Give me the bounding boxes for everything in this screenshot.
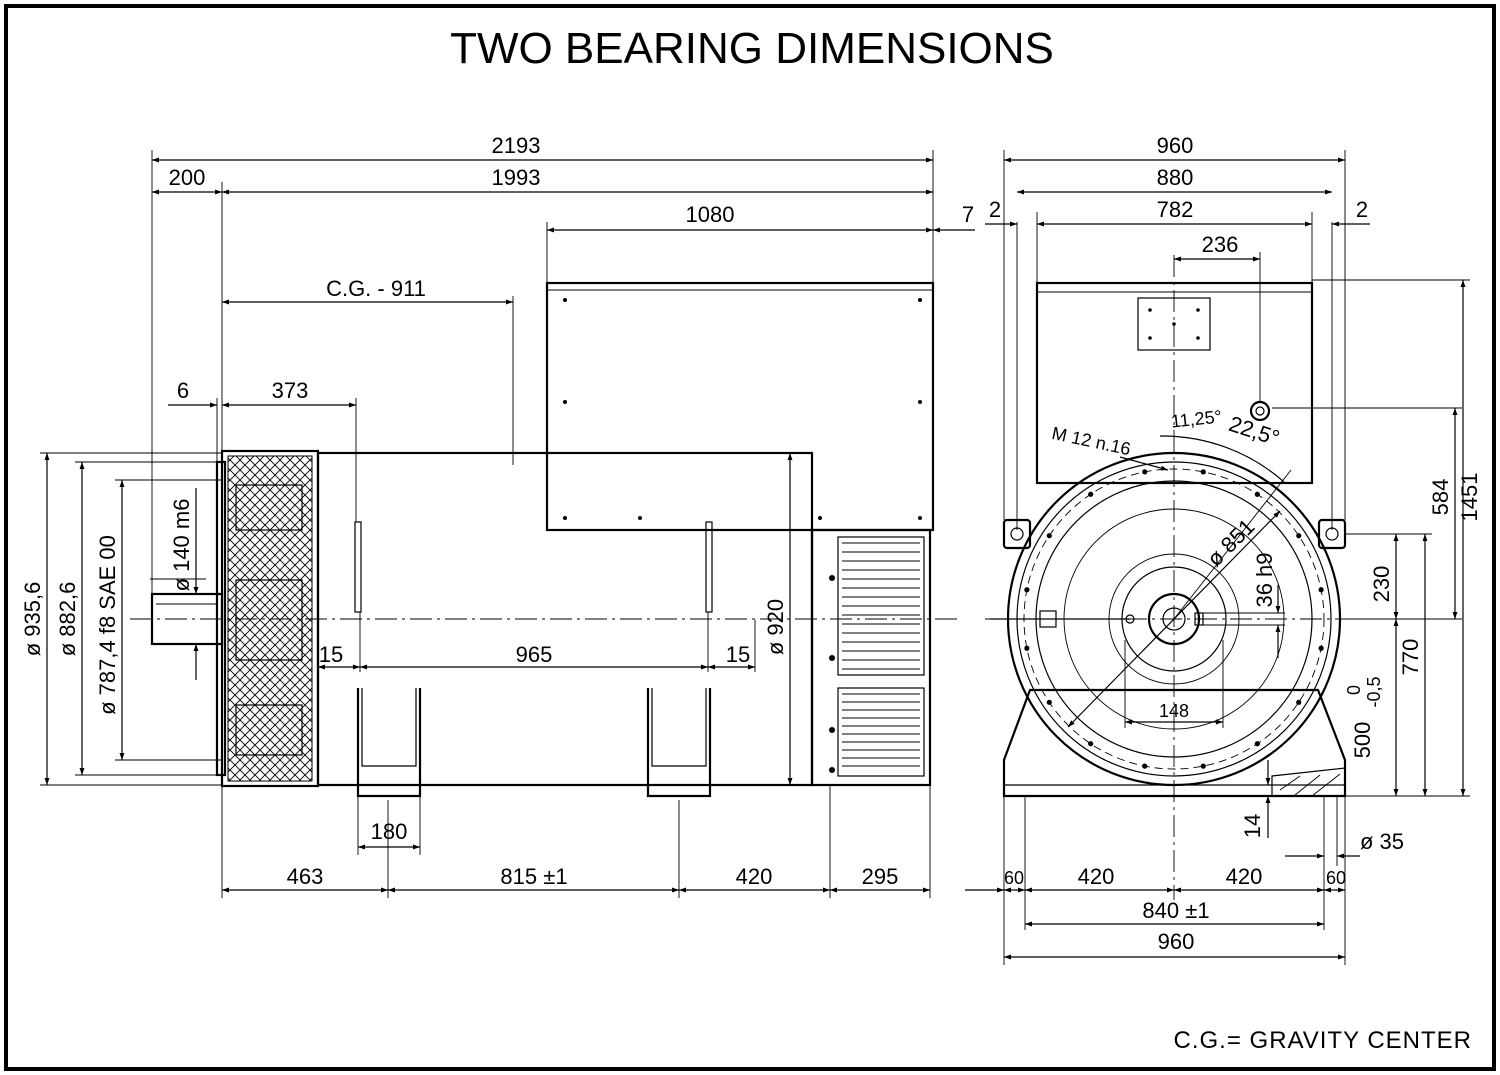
fan-window-bot [235, 704, 303, 756]
drawing-title: TWO BEARING DIMENSIONS [450, 24, 1054, 73]
dim-gap-left: 2 [989, 197, 1001, 222]
dim-foot-holes: 840 ±1 [1142, 898, 1209, 923]
dim-terminal-box-length: 1080 [686, 202, 735, 227]
dim-diam-787: ø 787,4 f8 SAE 00 [95, 535, 120, 715]
dim-overall-length: 2193 [492, 133, 541, 158]
dim-500-tol-upper: 0 [1344, 685, 1364, 695]
dim-1451: 1451 [1457, 473, 1482, 522]
dim-overall-width: 960 [1157, 133, 1194, 158]
shaft [150, 592, 224, 646]
foot-section-hatch [1271, 767, 1346, 797]
dim-flange-offset: 6 [177, 378, 189, 403]
bolt-hole [1142, 763, 1148, 769]
dim-500: 500 [1350, 722, 1375, 759]
dim-shaft-diameter: ø 140 m6 [169, 499, 194, 592]
louvre-lines [842, 542, 920, 767]
dim-shaft-extension: 200 [169, 165, 206, 190]
fan-window-top [235, 484, 303, 531]
dim-foot-gap-right: 15 [726, 642, 750, 667]
dim-gap-right: 2 [1356, 197, 1368, 222]
dim-base-463: 463 [287, 864, 324, 889]
dim-584: 584 [1428, 479, 1453, 516]
dim-base-295: 295 [862, 864, 899, 889]
dim-base-half-right: 420 [1226, 864, 1263, 889]
front-terminal-box [1035, 281, 1314, 485]
dim-foot-gap-left: 15 [319, 642, 343, 667]
dim-to-first-foot: 373 [272, 378, 309, 403]
dim-base-815: 815 ±1 [500, 864, 567, 889]
terminal-box [545, 281, 935, 532]
bolt-hole [1046, 533, 1052, 539]
dim-770: 770 [1398, 639, 1423, 676]
dim-236: 236 [1202, 232, 1239, 257]
drawing-border [4, 4, 1496, 1071]
bolt-hole [1024, 645, 1030, 651]
dim-base-overall: 960 [1158, 929, 1195, 954]
dim-diam-935: ø 935,6 [20, 582, 45, 657]
dim-gravity-center: C.G. - 911 [326, 276, 426, 301]
bolt-hole [1142, 469, 1148, 475]
bolt-hole [1318, 645, 1324, 651]
dim-base-half-left: 420 [1078, 864, 1115, 889]
lifting-bracket-right [705, 521, 713, 613]
thread-callout: M 12 n.16 [1050, 423, 1132, 459]
foot-right [646, 688, 712, 798]
dim-base-420: 420 [736, 864, 773, 889]
side-view: 2193 200 1993 1080 7 C.G. - 911 6 373 ø … [20, 133, 975, 898]
dim-148: 148 [1159, 701, 1189, 721]
dim-880: 880 [1157, 165, 1194, 190]
bolt-hole [1200, 763, 1206, 769]
foot-left [356, 688, 422, 798]
fan-grille [227, 455, 313, 782]
dim-foot-thickness: 14 [1240, 814, 1265, 838]
bolt-hole [1254, 491, 1260, 497]
dim-500-tol-lower: -0,5 [1364, 676, 1384, 707]
dim-foot-width: 180 [371, 819, 408, 844]
dim-body-diameter: ø 920 [763, 599, 788, 655]
dim-flange-pcd: ø 851 [1202, 514, 1259, 571]
vent-louvre-upper [837, 536, 925, 676]
gravity-center-note: C.G.= GRAVITY CENTER [1174, 1027, 1473, 1054]
angle-22-5: 22,5° [1226, 411, 1283, 451]
dim-diam-882: ø 882,6 [55, 582, 80, 657]
dim-rear-offset: 7 [962, 202, 974, 227]
bolt-hole [1046, 699, 1052, 705]
angle-11-25: 11,25° [1170, 406, 1223, 431]
dim-base-edge-left: 60 [1004, 868, 1024, 888]
vent-louvre-lower [837, 687, 925, 777]
bolt-hole [1024, 587, 1030, 593]
flange-bolt-holes [1024, 469, 1324, 769]
fan-window-mid [235, 579, 303, 661]
dim-782: 782 [1157, 197, 1194, 222]
dim-foot-span: 965 [516, 642, 553, 667]
dim-base-edge-right: 60 [1326, 868, 1346, 888]
lifting-bracket-left [354, 521, 362, 613]
terminal-cover-plate [1137, 297, 1211, 351]
dim-body-length: 1993 [492, 165, 541, 190]
bolt-hole [1200, 469, 1206, 475]
bolt-hole [1088, 491, 1094, 497]
lifting-lug-left [1002, 518, 1032, 550]
bolt-hole [1088, 741, 1094, 747]
bolt-hole [1296, 533, 1302, 539]
dim-hole-diameter: ø 35 [1360, 829, 1404, 854]
bolt-hole [1254, 741, 1260, 747]
bolt-hole [1318, 587, 1324, 593]
dim-key: 36 h9 [1252, 552, 1277, 607]
front-view: 11,25° 22,5° M 12 n.16 ø 851 36 h9 148 9… [965, 133, 1482, 965]
flange-face [215, 460, 227, 777]
bolt-hole [1296, 699, 1302, 705]
rear-housing [810, 528, 932, 787]
dim-230: 230 [1369, 566, 1394, 603]
